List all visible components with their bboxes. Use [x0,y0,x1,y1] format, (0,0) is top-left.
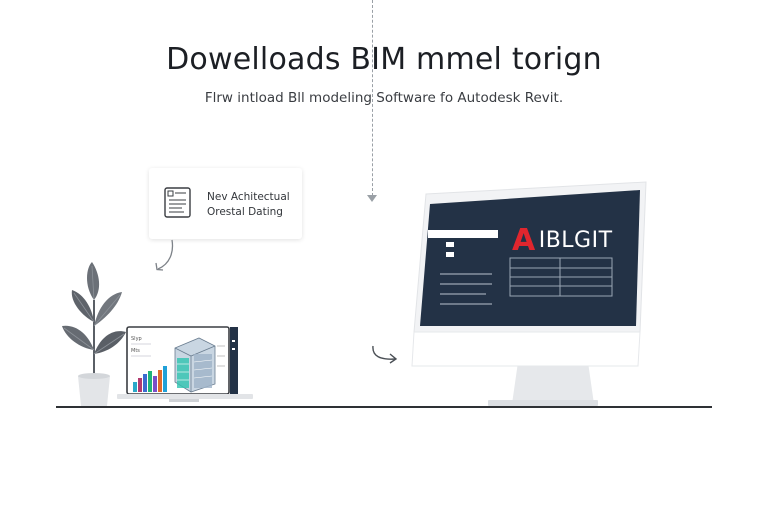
laptop-label-2: Mts [131,348,140,354]
dashed-down-arrow-icon [367,195,377,202]
brand-letter: A [512,223,536,258]
page-headline: Dowelloads BIM mmel torign [166,42,602,77]
laptop-illustration: Slyp Mts [117,326,259,406]
document-card-text: Nev Achitectual Orestal Dating [207,190,290,220]
plant-illustration [62,262,126,406]
curved-arrow-icon-2 [372,345,398,364]
document-card[interactable]: Nev Achitectual Orestal Dating [149,168,302,239]
document-icon [164,187,191,218]
dashed-connector-line [372,0,373,196]
brand-text: IBLGIT [538,228,613,253]
document-card-line-1: Nev Achitectual [207,191,290,203]
page-subheadline: Flrw intload Bll modeling Software fo Au… [204,90,564,106]
ground-line [56,406,712,408]
laptop-label-1: Slyp [131,336,142,342]
curved-arrow-icon [155,239,174,271]
document-card-line-2: Orestal Dating [207,206,283,218]
